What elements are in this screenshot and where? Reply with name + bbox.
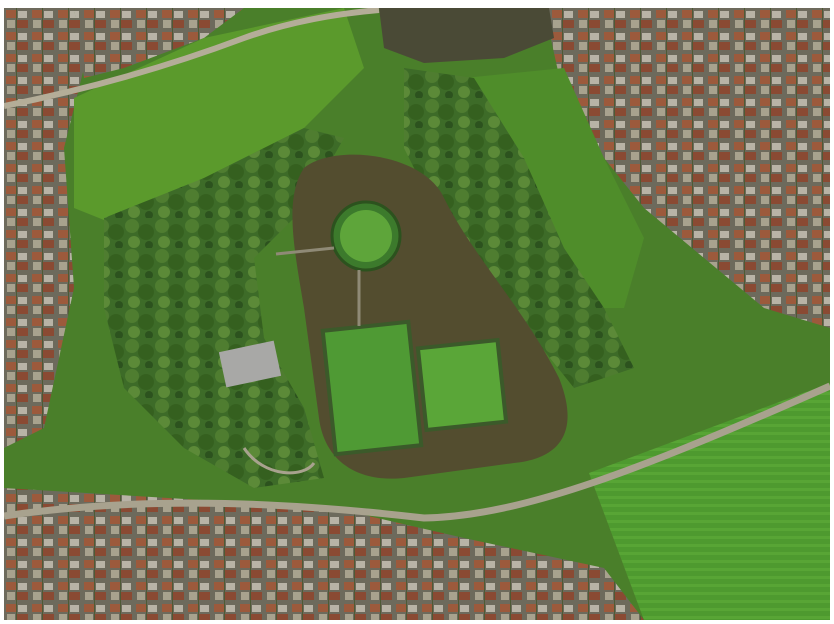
road-south [4,382,830,522]
road-north [4,8,380,109]
garden-path [242,447,316,475]
town-south [4,488,644,620]
park-house [218,340,282,388]
woodland-west [104,128,344,488]
woodland-east [404,68,634,388]
bridge-west [275,246,335,256]
round-island-lawn [340,210,392,262]
meadow-northwest [74,8,364,228]
meadow-east [464,68,644,308]
town-west [4,8,84,448]
field-southeast [589,383,830,620]
town-north [74,8,244,78]
aerial-map [4,8,830,620]
town-northeast [544,8,830,328]
pond-north [379,8,554,63]
island-west [320,319,424,457]
island-east [415,337,509,433]
